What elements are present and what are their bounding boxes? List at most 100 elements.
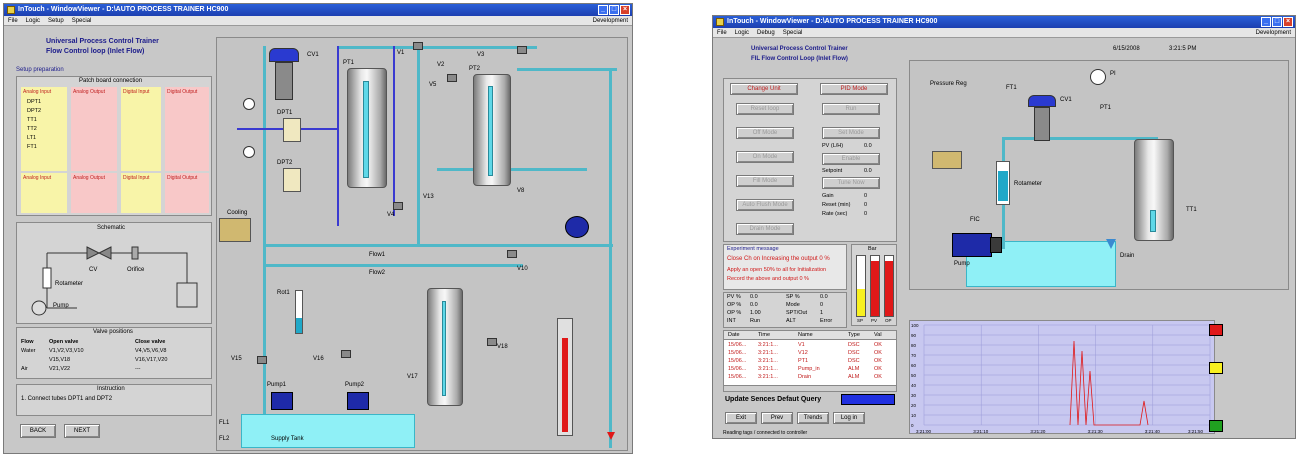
stat-cell: ALT [786,318,796,324]
drain-mode-button[interactable]: Drain Mode [736,223,794,235]
stat-cell: 1 [820,310,824,316]
dpt1-transmitter[interactable] [283,118,301,142]
drain-arrow [607,432,615,440]
trend-tag-op[interactable] [1209,420,1223,432]
pump[interactable] [952,233,992,257]
bar-title: Bar [868,246,877,252]
rotameter-fluid [998,171,1008,201]
pump1[interactable] [271,392,293,410]
menu-setup[interactable]: Setup [48,18,64,24]
valve[interactable] [393,202,403,210]
menu-logic[interactable]: Logic [25,18,41,24]
plant-label: Pressure Reg [930,81,967,87]
off-mode-button[interactable]: Off Mode [736,127,794,139]
plant-label-fl2: FL2 [219,436,230,442]
plant-label-dpt2: DPT2 [277,160,293,166]
stat-cell: Mode [786,302,800,308]
plant-label: Drain [1120,253,1135,259]
alarm-col-date: Date [728,332,740,338]
on-mode-button[interactable]: On Mode [736,151,794,163]
valve[interactable] [507,250,517,258]
maximize-button[interactable]: □ [609,5,619,15]
valve[interactable] [447,74,457,82]
enable-button[interactable]: Enable [822,153,880,165]
minimize-button[interactable]: _ [598,5,608,15]
alarm-cell: 15/06... [728,374,747,380]
menu-file[interactable]: File [8,18,18,24]
menu-development[interactable]: Development [592,18,628,24]
query-input[interactable] [841,394,895,405]
alarm-table: Date Time Name Type Val 15/06... 3:21:1.… [723,330,897,392]
plant-label-flow2: Flow2 [369,270,386,276]
maximize-button[interactable]: □ [1272,17,1282,27]
patch-col-ai-label: Analog Input [23,89,52,95]
control-valve-cv1[interactable] [1028,95,1056,107]
valve-body [1034,107,1050,141]
gain-value: 0 [864,193,868,199]
pump2[interactable] [347,392,369,410]
menu-special[interactable]: Special [71,18,92,24]
valve-header-flow: Flow [21,339,34,345]
title-bar[interactable]: InTouch - WindowViewer - D:\AUTO PROCESS… [713,16,1295,28]
trend-x-tick: 3:21:10 [973,429,989,434]
menu-logic[interactable]: Logic [734,30,750,36]
close-button[interactable]: × [620,5,630,15]
pipe [263,46,266,414]
valve[interactable] [517,46,527,54]
valve[interactable] [341,350,351,358]
header-title: Universal Process Control Trainer [751,46,848,52]
log-in-button[interactable]: Log in [833,412,865,424]
bar-track-op [884,255,894,317]
valve-header-close: Close valve [135,339,166,345]
trend-y-tick: 100 [911,323,919,328]
gain-label: Gain [822,193,834,199]
plant-label-v15: V15 [231,356,242,362]
valve[interactable] [257,356,267,364]
pipe [263,264,523,267]
pid-mode-button[interactable]: PID Mode [820,83,888,95]
reset-loop-button[interactable]: Reset loop [736,103,794,115]
run-button[interactable]: Run [822,103,880,115]
valve[interactable] [487,338,497,346]
trend-tag-pv[interactable] [1209,362,1223,374]
trend-y-tick: 30 [911,393,917,398]
minimize-button[interactable]: _ [1261,17,1271,27]
control-valve-cv1[interactable] [269,48,299,62]
menu-development[interactable]: Development [1255,30,1291,36]
tune-now-button[interactable]: Tune Now [822,177,880,189]
alarm-cell: 3:21:1... [758,366,778,372]
change-unit-button[interactable]: Change Unit [730,83,798,95]
menu-file[interactable]: File [717,30,727,36]
alarm-scrollbar[interactable] [724,385,896,391]
next-button[interactable]: NEXT [64,424,100,438]
control-panel: Change Unit PID Mode Reset loop Off Mode… [723,78,897,242]
fill-mode-button[interactable]: Fill Mode [736,175,794,187]
app-icon [716,18,724,26]
pipe [437,168,587,171]
supply-tank [241,414,415,448]
alarm-cell: OK [874,366,882,372]
pump3[interactable] [565,216,589,238]
title-bar[interactable]: InTouch - WindowViewer - D:\AUTO PROCESS… [4,4,632,16]
back-button[interactable]: BACK [20,424,56,438]
alarm-cell: OK [874,342,882,348]
pressure-gauge [243,146,255,158]
trends-button[interactable]: Trends [797,412,829,424]
stat-cell: PV % [727,294,741,300]
close-button[interactable]: × [1283,17,1293,27]
menu-debug[interactable]: Debug [757,30,775,36]
dpt2-transmitter[interactable] [283,168,301,192]
trend-tag-sp[interactable] [1209,324,1223,336]
patch-col-ao [71,87,117,171]
exit-button[interactable]: Exit [725,412,757,424]
menu-special[interactable]: Special [782,30,803,36]
instruction-panel: Instruction 1. Connect tubes DPT1 and DP… [16,384,212,416]
set-mode-button[interactable]: Set Mode [822,127,880,139]
valve-positions-panel: Valve positions Flow Open valve Close va… [16,327,212,379]
valve[interactable] [413,42,423,50]
plant-label-v16: V16 [313,356,324,362]
plant-label-v5: V5 [429,82,437,88]
plant-label-v18: V18 [497,344,508,350]
auto-flush-button[interactable]: Auto Flush Mode [736,199,794,211]
prev-button[interactable]: Prev [761,412,793,424]
